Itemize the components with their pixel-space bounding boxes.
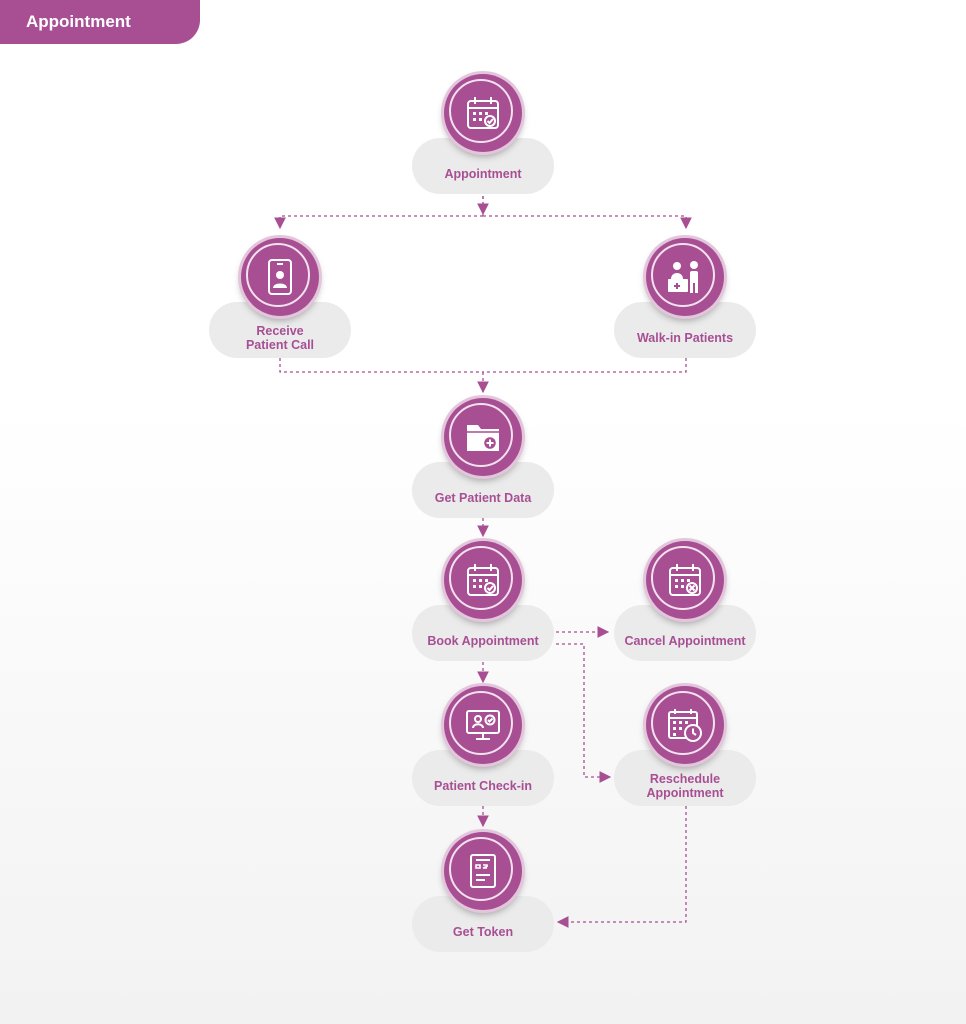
node-walk-in-patients[interactable]: Walk-in Patients	[614, 238, 756, 368]
calendar-check-icon	[467, 97, 499, 129]
connector-reschedule-to-token	[556, 806, 687, 928]
reception-desk-icon	[668, 261, 698, 293]
node-icon-circle	[646, 238, 724, 316]
node-label: Appointment	[444, 167, 522, 181]
node-pill: Get Patient Data	[412, 462, 554, 518]
connector-to-walk-in	[483, 215, 692, 230]
calendar-clock-icon	[668, 709, 702, 742]
node-icon-circle	[444, 832, 522, 910]
connector-receive-call-merge	[279, 358, 483, 373]
monitor-user-check-icon	[466, 710, 500, 740]
header-tab: Appointment	[0, 0, 200, 44]
node-reschedule-appointment[interactable]: Reschedule Appointment	[614, 686, 756, 816]
smartphone-user-icon	[268, 259, 292, 295]
connector-walk-in-merge	[483, 358, 687, 373]
node-label: Patient Check-in	[434, 779, 532, 793]
node-label: Receive Patient Call	[245, 324, 315, 352]
node-icon-circle	[444, 398, 522, 476]
node-label: Walk-in Patients	[636, 331, 734, 345]
node-icon-circle	[646, 686, 724, 764]
node-label: Get Patient Data	[434, 491, 532, 505]
node-icon-circle	[444, 74, 522, 152]
node-icon-circle	[444, 686, 522, 764]
node-icon-circle	[241, 238, 319, 316]
token-ticket-icon	[470, 854, 496, 888]
node-label: Get Token	[452, 925, 514, 939]
connector-to-reschedule	[556, 643, 612, 783]
node-label: Book Appointment	[427, 634, 539, 648]
medical-folder-icon	[467, 425, 499, 451]
node-label: Reschedule Appointment	[646, 772, 724, 800]
node-receive-patient-call[interactable]: Receive Patient Call	[209, 238, 351, 368]
node-book-appointment[interactable]: Book Appointment	[412, 541, 554, 671]
node-cancel-appointment[interactable]: Cancel Appointment	[614, 541, 756, 671]
calendar-x-icon	[669, 564, 701, 596]
node-patient-check-in[interactable]: Patient Check-in	[412, 686, 554, 816]
calendar-check-icon	[467, 564, 499, 596]
node-label: Cancel Appointment	[624, 634, 746, 648]
node-icon-circle	[646, 541, 724, 619]
node-get-patient-data[interactable]: Get Patient Data	[412, 398, 554, 528]
connector-to-receive-call	[274, 215, 483, 230]
node-icon-circle	[444, 541, 522, 619]
node-appointment[interactable]: Appointment	[412, 74, 554, 204]
header-title: Appointment	[26, 12, 131, 31]
node-get-token[interactable]: Get Token	[412, 832, 554, 962]
